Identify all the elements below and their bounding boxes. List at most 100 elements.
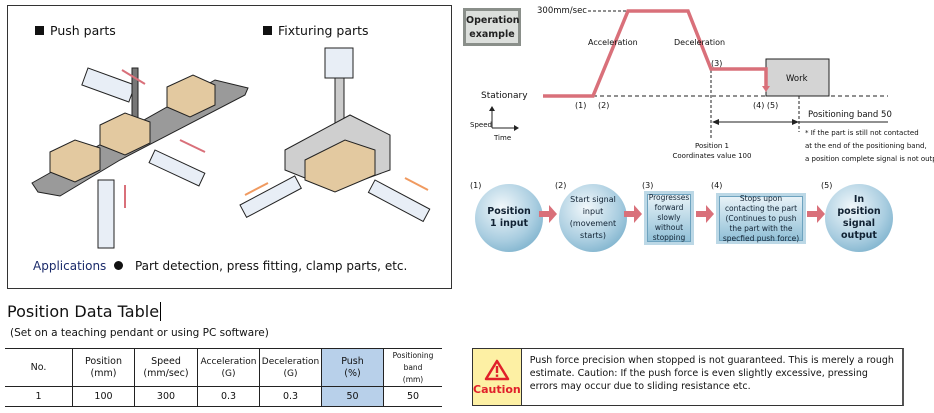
positioning-band-label: Positioning band 50: [808, 110, 892, 120]
arrow-left-icon: [712, 119, 719, 125]
speed-profile-diagram: [489, 9, 888, 140]
cell-acceleration: 0.3: [197, 386, 260, 407]
note-line: at the end of the positioning band,: [805, 142, 927, 150]
axis-speed-label: Speed: [470, 121, 492, 129]
header-text: Position: [85, 355, 122, 367]
table-header-row: No. Position(mm) Speed(mm/sec) Accelerat…: [5, 348, 442, 387]
flow-step-number: (5): [821, 181, 833, 190]
mark-2: (2): [598, 101, 610, 110]
flow-step-number: (4): [711, 181, 723, 190]
col-deceleration: Deceleration(G): [259, 348, 322, 387]
deceleration-label: Deceleration: [674, 38, 726, 47]
cell-speed: 300: [134, 386, 198, 407]
square-bullet-icon: [35, 26, 44, 35]
fixturing-parts-heading: Fixturing parts: [263, 23, 369, 38]
cell-deceleration: 0.3: [259, 386, 322, 407]
header-text: Acceleration: [200, 356, 257, 367]
caution-text: Push force precision when stopped is not…: [529, 355, 894, 392]
flow-step-number: (1): [470, 181, 482, 190]
caution-label-cell: Caution: [473, 349, 522, 405]
table-title: Position Data Table: [7, 302, 162, 321]
col-positioning-band: Positioning band (mm): [383, 348, 442, 387]
cell-positioning-band: 50: [383, 386, 442, 407]
flow-step-1: Position 1 input: [475, 184, 543, 252]
warning-triangle-icon: [484, 359, 510, 380]
mark-1: (1): [575, 101, 587, 110]
header-text: No.: [30, 361, 47, 373]
mark-3: (3): [711, 59, 723, 68]
push-parts-illustration: [31, 67, 249, 249]
fixturing-parts-illustration: [239, 47, 431, 223]
flow-step-2: Start signal input (movement starts): [559, 184, 627, 252]
position-line: Position 1: [695, 142, 729, 150]
max-speed-label: 300mm/sec: [537, 6, 587, 16]
application-illustrations: [31, 47, 431, 249]
coordinates-line: Coordinates value 100: [672, 152, 752, 160]
header-unit: (mm): [402, 374, 424, 384]
note-line: a position complete signal is not output: [805, 155, 934, 163]
fixturing-parts-title: Fixturing parts: [278, 23, 369, 38]
flow-step-text: Progresses forward slowly without stoppi…: [648, 193, 690, 242]
caution-label: Caution: [473, 382, 521, 396]
work-block: [765, 58, 830, 97]
applications-panel: [7, 5, 452, 289]
badge-text: Operation example: [466, 15, 520, 40]
header-unit: (%): [344, 367, 361, 379]
speed-time-axes-icon: [489, 106, 519, 131]
applications-label: Applications: [33, 259, 107, 273]
flow-step-number: (3): [642, 181, 654, 190]
col-position: Position(mm): [72, 348, 135, 387]
arrow-right-icon: [807, 205, 825, 223]
header-text: Speed: [151, 355, 181, 367]
header-text: Positioning band: [392, 350, 434, 372]
table-row: 1 100 300 0.3 0.3 50 50: [5, 386, 442, 407]
position-1-label: Position 1 Coordinates value 100: [672, 141, 752, 161]
mark-4-5: (4) (5): [753, 101, 779, 110]
push-parts-heading: Push parts: [35, 23, 116, 38]
square-bullet-icon: [263, 26, 272, 35]
flow-step-number: (2): [555, 181, 567, 190]
header-text: Push: [341, 355, 364, 367]
col-acceleration: Acceleration(G): [197, 348, 260, 387]
arrow-right-icon: [624, 205, 642, 223]
arrow-right-icon: [792, 119, 799, 125]
stationary-label: Stationary: [481, 91, 528, 101]
flow-step-text: Start signal input (movement starts): [569, 195, 617, 240]
header-unit: (mm/sec): [143, 367, 189, 379]
text-cursor: [160, 302, 162, 321]
caution-box: Caution Push force precision when stoppe…: [472, 348, 904, 406]
flow-step-text: Stops upon contacting the part (Continue…: [722, 193, 800, 243]
arrow-right-icon: [696, 205, 714, 223]
col-push: Push(%): [321, 348, 384, 387]
header-unit: (G): [221, 368, 236, 379]
position-data-table: No. Position(mm) Speed(mm/sec) Accelerat…: [5, 348, 442, 407]
cell-no: 1: [35, 391, 42, 402]
cell-push: 50: [321, 386, 384, 407]
bullet-icon: [114, 261, 124, 270]
acceleration-label: Acceleration: [588, 38, 638, 47]
flow-step-text: Position 1 input: [487, 206, 531, 229]
flow-step-4: Stops upon contacting the part (Continue…: [716, 193, 806, 244]
axis-time-label: Time: [494, 134, 512, 142]
flow-step-text: In position signal output: [837, 194, 881, 241]
header-unit: (G): [283, 368, 298, 379]
cell-position: 100: [72, 386, 135, 407]
flow-step-5: In position signal output: [825, 184, 893, 252]
header-unit: (mm): [90, 367, 117, 379]
applications-text: Part detection, press fitting, clamp par…: [134, 259, 408, 273]
push-parts-title: Push parts: [50, 23, 116, 38]
down-arrow-icon: [762, 86, 770, 92]
col-speed: Speed(mm/sec): [134, 348, 198, 387]
work-label: Work: [786, 74, 808, 84]
band-note: * If the part is still not contacted at …: [805, 127, 934, 166]
table-subtitle: (Set on a teaching pendant or using PC s…: [10, 327, 269, 339]
speed-profile-line: [543, 9, 768, 98]
note-line: * If the part is still not contacted: [805, 129, 919, 137]
flow-arrows: [539, 205, 825, 223]
applications-line: Applications Part detection, press fitti…: [33, 259, 407, 273]
header-text: Deceleration: [261, 356, 320, 367]
flow-step-3: Progresses forward slowly without stoppi…: [644, 191, 694, 245]
table-title-text: Position Data Table: [7, 302, 160, 321]
operation-example-badge: Operation example: [463, 8, 521, 46]
arrow-right-icon: [539, 205, 557, 223]
